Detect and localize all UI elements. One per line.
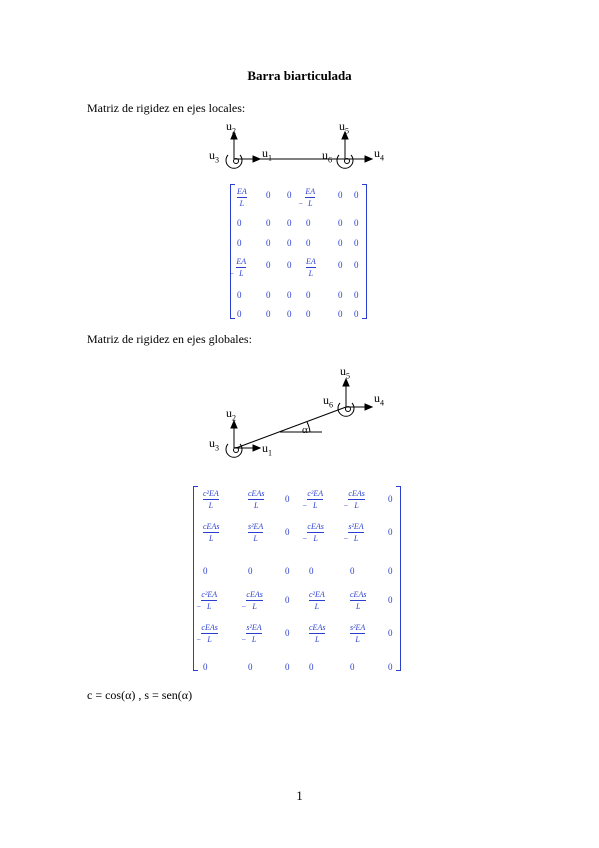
local-matrix-cell: 0: [306, 218, 311, 228]
global-matrix-cell: 0: [388, 494, 393, 504]
local-matrix-cell: 0: [266, 218, 271, 228]
global-matrix-left-bracket: [193, 486, 198, 671]
global-matrix-cell: 0: [285, 662, 290, 672]
global-bar-diagram: [225, 377, 374, 458]
label-u2: u2: [226, 119, 236, 136]
label-u4: u4: [374, 146, 384, 163]
local-matrix-cell: 0: [354, 190, 359, 200]
global-matrix-cell: 0: [248, 566, 253, 576]
local-bar-diagram: [225, 130, 374, 169]
local-matrix-cell: 0: [237, 309, 242, 319]
page-number: 1: [296, 788, 303, 803]
local-matrix-cell: 0: [287, 238, 292, 248]
local-matrix-cell: 0: [266, 238, 271, 248]
local-matrix-cell: 0: [354, 290, 359, 300]
local-matrix-cell: 0: [338, 190, 343, 200]
local-matrix-cell: 0: [306, 290, 311, 300]
global-matrix-cell: 0: [350, 662, 355, 672]
global-matrix-cell: 0: [388, 527, 393, 537]
local-matrix-cell: 0: [354, 309, 359, 319]
global-matrix-cell: 0: [248, 662, 253, 672]
global-matrix-cell: 0: [388, 595, 393, 605]
footnote: c = cos(α) , s = sen(α): [87, 688, 193, 702]
global-matrix-cell: 0: [203, 566, 208, 576]
local-matrix-heading: Matriz de rigidez en ejes locales:: [87, 101, 246, 115]
label-g-u2: u2: [226, 406, 236, 423]
local-matrix-cell: 0: [338, 290, 343, 300]
label-g-u4: u4: [374, 391, 384, 408]
local-matrix-cell: 0: [354, 238, 359, 248]
global-matrix-cell: 0: [350, 566, 355, 576]
local-matrix-cell: 0: [266, 190, 271, 200]
page-title: Barra biarticulada: [247, 68, 352, 83]
label-u5: u5: [339, 119, 349, 136]
label-g-u3: u3: [209, 436, 219, 453]
local-matrix-right-bracket: [362, 184, 367, 319]
global-matrix-cell: 0: [388, 566, 393, 576]
global-matrix-cell: 0: [203, 662, 208, 672]
inclined-bar-line: [235, 406, 347, 449]
local-matrix-left-bracket: [230, 184, 235, 319]
local-matrix-cell: 0: [306, 238, 311, 248]
local-matrix-cell: 0: [338, 218, 343, 228]
global-matrix-heading: Matriz de rigidez en ejes globales:: [87, 332, 252, 346]
local-matrix-cell: 0: [287, 309, 292, 319]
local-matrix-cell: 0: [266, 290, 271, 300]
global-matrix-cell: 0: [285, 628, 290, 638]
local-matrix-cell: 0: [237, 218, 242, 228]
local-matrix-cell: 0: [338, 309, 343, 319]
global-matrix-cell: 0: [309, 662, 314, 672]
local-matrix-cell: 0: [266, 309, 271, 319]
label-u1: u1: [262, 146, 272, 163]
local-matrix-cell: 0: [338, 238, 343, 248]
label-u6: u6: [322, 148, 332, 165]
local-matrix-cell: 0: [237, 290, 242, 300]
local-matrix-cell: 0: [287, 260, 292, 270]
local-matrix-cell: 0: [287, 290, 292, 300]
local-matrix-cell: 0: [338, 260, 343, 270]
label-u3: u3: [209, 148, 219, 165]
global-matrix-right-bracket: [396, 486, 401, 671]
label-g-u5: u5: [340, 364, 350, 381]
global-matrix-cell: 0: [285, 595, 290, 605]
global-matrix-cell: 0: [309, 566, 314, 576]
local-matrix-cell: 0: [287, 218, 292, 228]
global-matrix-cell: 0: [285, 566, 290, 576]
local-matrix-cell: 0: [354, 260, 359, 270]
global-matrix-cell: 0: [388, 628, 393, 638]
local-matrix-cell: 0: [354, 218, 359, 228]
local-matrix-cell: 0: [306, 309, 311, 319]
label-g-u6: u6: [323, 393, 333, 410]
local-matrix-cell: 0: [266, 260, 271, 270]
local-matrix-cell: 0: [287, 190, 292, 200]
global-matrix-cell: 0: [285, 527, 290, 537]
local-matrix-cell: 0: [237, 238, 242, 248]
global-matrix-cell: 0: [388, 662, 393, 672]
angle-alpha-label: α: [302, 424, 308, 436]
global-matrix-cell: 0: [285, 494, 290, 504]
label-g-u1: u1: [262, 441, 272, 458]
